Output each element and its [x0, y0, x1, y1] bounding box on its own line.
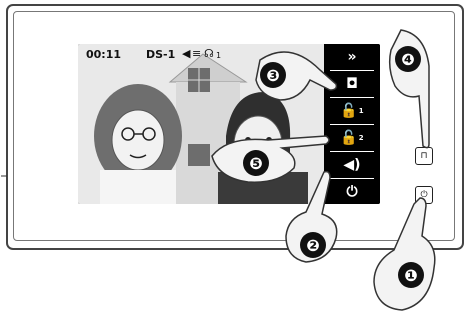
edge-marker: [1, 172, 7, 180]
callout-3: ❸: [260, 62, 286, 88]
call-timer: 00:11: [86, 48, 121, 61]
door-icon: ⊓: [420, 151, 427, 161]
callout-4: ❹: [395, 46, 421, 72]
callout-1: ❶: [398, 262, 424, 288]
mic-level: 1: [216, 51, 221, 60]
unlock-1-icon: 🔓: [340, 103, 357, 119]
callout-5: ❺: [243, 150, 269, 176]
unlock-1-number: 1: [359, 107, 364, 115]
callout-2: ❷: [300, 232, 326, 258]
camera-label: DS-1: [146, 48, 175, 61]
forward-icon: »: [347, 49, 356, 65]
speaker-icon: ◀: [182, 47, 190, 60]
hand-pointer-4: [385, 26, 445, 152]
camera-icon: ◘: [346, 76, 358, 92]
unlock-2-icon: 🔓: [340, 130, 357, 146]
unlock-2-number: 2: [359, 134, 364, 142]
power-icon: ⏻: [346, 184, 357, 200]
hand-pointer-1: [368, 196, 440, 314]
volume-icon: ◀): [343, 157, 360, 173]
mic-wave-icon: ≡: [192, 47, 201, 60]
microphone-icon: ☊: [204, 47, 214, 60]
